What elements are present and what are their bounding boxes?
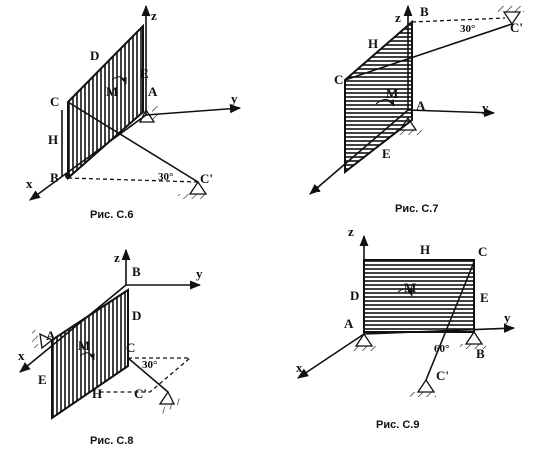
label-x: x xyxy=(314,180,321,195)
label-m: M xyxy=(78,338,90,353)
dashed-projection-c6 xyxy=(67,177,199,183)
label-e: E xyxy=(382,146,391,161)
rod-cc-c6 xyxy=(67,101,199,183)
figure-c7: z y x A B C C' E H M 30° Рис. С.7 xyxy=(309,4,524,215)
label-c-prime: C' xyxy=(134,386,147,401)
figure-caption: Рис. С.9 xyxy=(376,419,419,431)
figure-c8: z y x A B C C' D E H M 30° Рис. С.8 xyxy=(18,248,203,447)
rod-cc-c8 xyxy=(127,357,169,393)
label-a: A xyxy=(344,316,354,331)
support-a-c7 xyxy=(396,116,422,135)
label-x: x xyxy=(26,176,33,191)
label-m: M xyxy=(404,280,416,295)
rod-cc-c9 xyxy=(425,261,475,381)
label-c-prime: C' xyxy=(510,20,523,35)
label-e: E xyxy=(38,372,47,387)
support-b-c9 xyxy=(460,330,486,349)
dashed-projection-c8 xyxy=(100,357,192,393)
support-a-c6 xyxy=(138,106,158,123)
label-z: z xyxy=(114,250,120,265)
figure-caption: Рис. С.7 xyxy=(395,203,438,215)
moment-arrow-c9 xyxy=(397,288,413,297)
plate-c6 xyxy=(61,23,144,181)
label-e: E xyxy=(480,290,489,305)
label-a: A xyxy=(148,84,158,99)
plate-c7 xyxy=(344,19,413,175)
label-c-prime: C' xyxy=(200,171,213,186)
label-c: C xyxy=(50,94,59,109)
label-c: C xyxy=(334,72,343,87)
dashed-projection-c7 xyxy=(411,17,506,23)
label-e: E xyxy=(140,66,149,81)
plate-c9 xyxy=(363,259,475,333)
label-b: B xyxy=(420,4,429,19)
label-x: x xyxy=(18,348,25,363)
label-b: B xyxy=(132,264,141,279)
label-c: C xyxy=(126,340,135,355)
moment-arrow-c6 xyxy=(111,76,127,85)
label-h: H xyxy=(420,242,430,257)
support-cprime-c7 xyxy=(498,6,524,26)
label-m: M xyxy=(106,84,118,99)
angle-label: 30° xyxy=(460,23,475,35)
label-h: H xyxy=(368,36,378,51)
label-z: z xyxy=(348,224,354,239)
support-cprime-c9 xyxy=(410,378,436,397)
figure-c9: z y x A B C C' D E H M 60° Рис. С.9 xyxy=(296,224,516,431)
label-a: A xyxy=(46,328,56,343)
label-b: B xyxy=(50,170,59,185)
figure-caption: Рис. С.6 xyxy=(90,209,133,221)
label-h: H xyxy=(48,132,58,147)
label-h: H xyxy=(92,386,102,401)
label-d: D xyxy=(132,308,141,323)
figure-c6: z y x A B C C' D E H M 30° Рис. С.6 xyxy=(26,4,242,221)
label-m: M xyxy=(386,86,398,101)
label-y: y xyxy=(231,91,238,106)
moment-arrow-c7 xyxy=(375,99,395,107)
label-z: z xyxy=(395,10,401,25)
angle-label: 30° xyxy=(142,359,157,371)
label-d: D xyxy=(90,48,99,63)
angle-label: 60° xyxy=(434,343,449,355)
label-x: x xyxy=(296,360,303,375)
label-y: y xyxy=(504,310,511,325)
support-b-c6 xyxy=(65,173,71,179)
support-a-c9 xyxy=(350,332,376,351)
label-z: z xyxy=(151,8,157,23)
label-y: y xyxy=(196,266,203,281)
figure-caption: Рис. С.8 xyxy=(90,435,133,447)
moment-arrow-c8 xyxy=(79,352,95,361)
label-c: C xyxy=(478,244,487,259)
support-cprime-c6 xyxy=(178,180,208,199)
label-y: y xyxy=(482,100,489,115)
label-c-prime: C' xyxy=(436,368,449,383)
rod-cc-c7 xyxy=(344,23,513,81)
label-a: A xyxy=(416,98,426,113)
support-cprime-c8 xyxy=(158,390,182,415)
label-d: D xyxy=(350,288,359,303)
label-b: B xyxy=(476,346,485,361)
support-a-c8 xyxy=(32,330,54,350)
angle-label: 30° xyxy=(158,171,173,183)
